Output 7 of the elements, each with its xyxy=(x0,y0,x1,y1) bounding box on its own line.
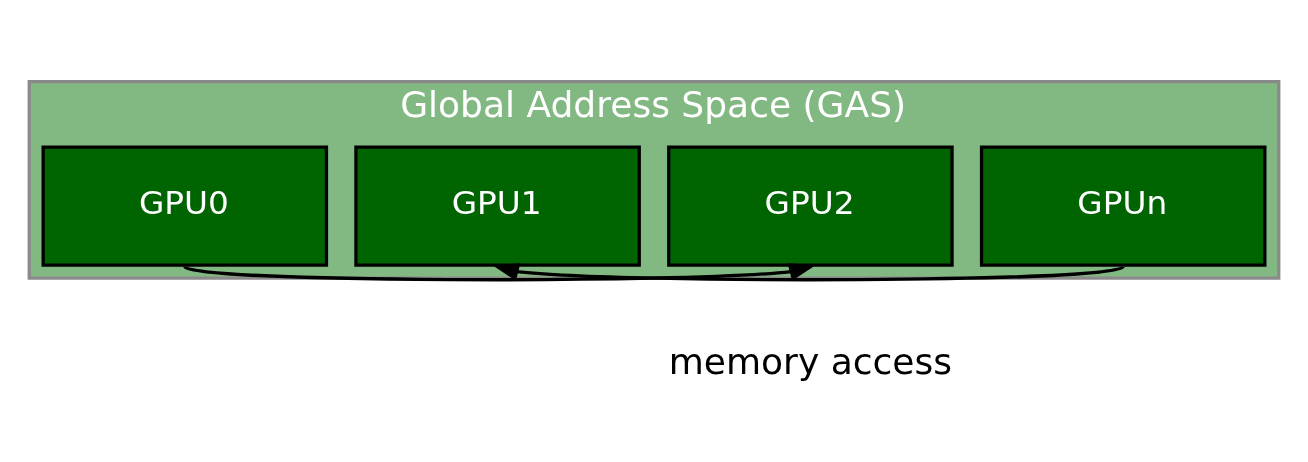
node-box: GPUn xyxy=(979,145,1267,267)
node-box: GPU0 xyxy=(41,145,329,267)
node-box: GPU2 xyxy=(667,145,954,267)
node-box: GPU1 xyxy=(354,145,641,267)
arrow xyxy=(184,262,816,281)
arrow xyxy=(492,262,1124,281)
label: memory access xyxy=(668,340,953,382)
